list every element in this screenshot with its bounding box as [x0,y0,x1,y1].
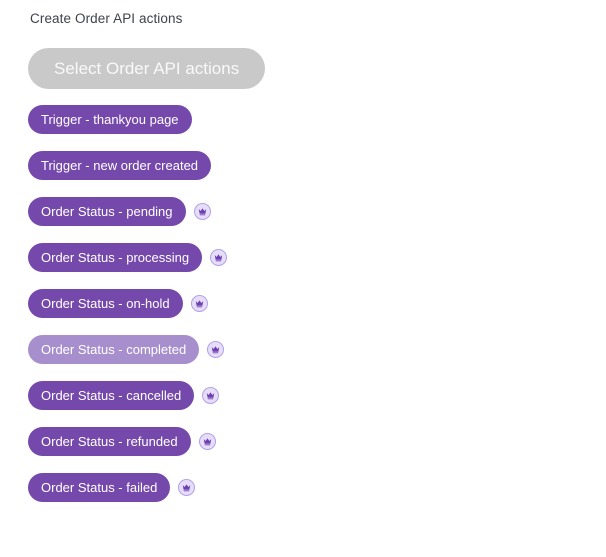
action-button[interactable]: Order Status - cancelled [28,381,195,410]
action-row: Order Status - pending [28,197,606,226]
crown-icon [190,295,208,312]
action-row: Order Status - failed [28,473,606,502]
crown-icon [178,479,196,496]
select-order-api-actions-button[interactable]: Select Order API actions [28,48,266,89]
page-title: Create Order API actions [30,11,183,26]
action-row: Trigger - thankyou page [28,105,606,134]
action-row: Order Status - refunded [28,427,606,456]
crown-icon [207,341,225,358]
action-button[interactable]: Order Status - failed [28,473,171,502]
action-button[interactable]: Order Status - processing [28,243,203,272]
actions-list: Trigger - thankyou page Trigger - new or… [28,105,606,502]
action-row: Order Status - completed [28,335,606,364]
action-button[interactable]: Order Status - on-hold [28,289,183,318]
crown-icon [202,387,220,404]
crown-icon [210,249,228,266]
action-button[interactable]: Trigger - new order created [28,151,212,180]
create-order-api-panel: Create Order API actions Select Order AP… [28,11,606,502]
crown-icon [193,203,211,220]
action-row: Order Status - cancelled [28,381,606,410]
action-button[interactable]: Order Status - completed [28,335,200,364]
action-row: Order Status - processing [28,243,606,272]
action-row: Trigger - new order created [28,151,606,180]
action-button[interactable]: Order Status - pending [28,197,186,226]
action-row: Order Status - on-hold [28,289,606,318]
action-button[interactable]: Order Status - refunded [28,427,191,456]
action-button[interactable]: Trigger - thankyou page [28,105,192,134]
crown-icon [198,433,216,450]
